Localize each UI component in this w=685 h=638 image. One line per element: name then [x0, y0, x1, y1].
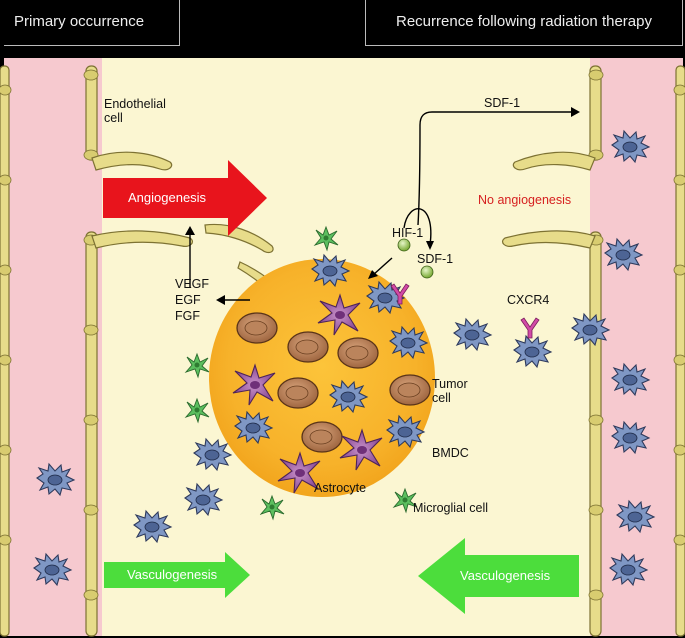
label-vasculogenesis-right: Vasculogenesis	[460, 568, 551, 583]
label-fgf: FGF	[175, 309, 200, 323]
label-bmdc: BMDC	[432, 446, 469, 460]
label-cxcr4: CXCR4	[507, 293, 550, 307]
vessel-wall-joints	[0, 69, 685, 601]
angiogenesis-arrow	[103, 160, 267, 236]
sdf1-molecule	[420, 265, 434, 279]
label-egf: EGF	[175, 293, 201, 307]
label-sdf1-mid: SDF-1	[417, 252, 454, 266]
signal-arrows	[189, 111, 574, 301]
label-tumor-2: cell	[432, 391, 451, 405]
label-vegf: VEGF	[175, 277, 210, 291]
label-hif1: HIF-1	[392, 226, 424, 240]
label-tumor-1: Tumor	[432, 377, 468, 391]
hif1-molecule	[397, 238, 411, 252]
vasculogenesis-arrow-right	[418, 538, 579, 614]
label-angiogenesis: Angiogenesis	[128, 190, 207, 205]
signal-arrowheads	[185, 107, 580, 305]
label-sdf1-top: SDF-1	[484, 96, 521, 110]
label-astrocyte: Astrocyte	[314, 481, 367, 495]
vasculogenesis-arrow-left	[104, 552, 250, 598]
label-endothelial-2: cell	[104, 111, 123, 125]
label-vasculogenesis-left: Vasculogenesis	[127, 567, 218, 582]
header-recurrence: Recurrence following radiation therapy	[365, 0, 683, 46]
header-primary-occurrence: Primary occurrence	[4, 0, 180, 46]
label-microglial: Microglial cell	[413, 501, 489, 515]
label-endothelial-1: Endothelial	[104, 97, 166, 111]
label-no-angiogenesis: No angiogenesis	[478, 193, 572, 207]
